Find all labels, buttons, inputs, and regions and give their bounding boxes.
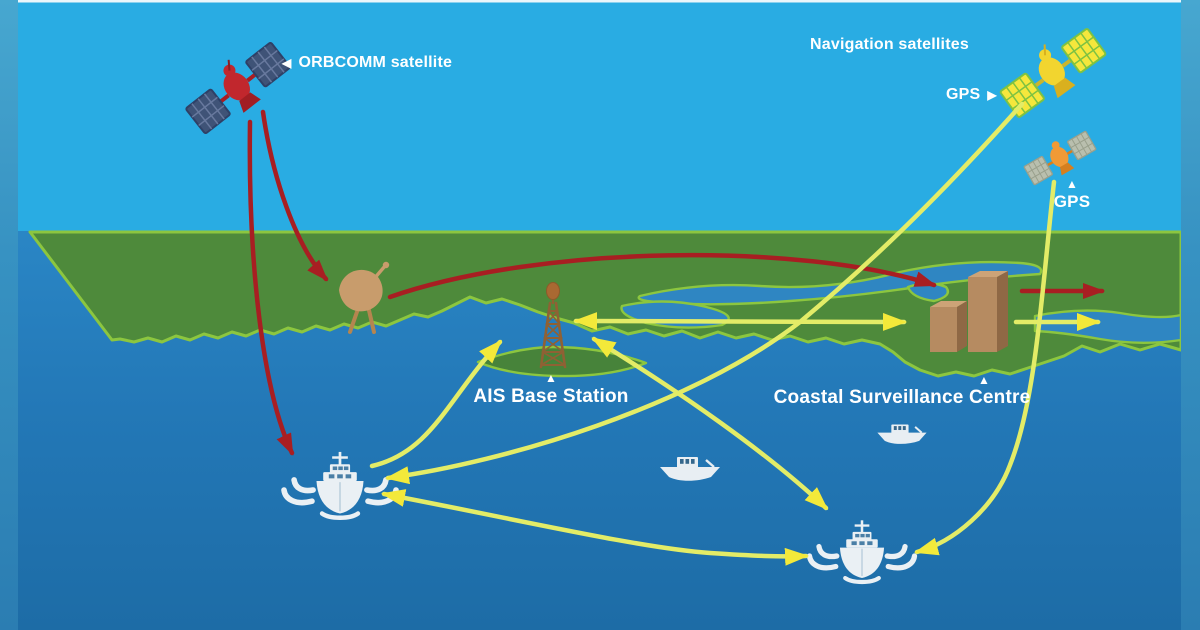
gps-top-label: GPS ▶ <box>946 86 997 104</box>
navigation-satellites-label-text: Navigation satellites <box>810 36 969 53</box>
ais-base-station-label: ▲ AIS Base Station <box>455 372 647 408</box>
ais-base-station-tower <box>539 282 567 369</box>
orbcomm-satellite-icon <box>185 41 291 135</box>
earth-station-dish-icon <box>339 261 390 334</box>
coastal-surveillance-centre-label-text: Coastal Surveillance Centre <box>773 387 1031 408</box>
right-gutter <box>1181 0 1200 630</box>
coastal-surveillance-centre-label: Coastal Surveillance Centre <box>770 387 1034 409</box>
ais-links <box>369 101 1101 566</box>
pointer-left-icon: ◀ <box>282 56 292 70</box>
pointer-up-icon-gps: ▲ <box>1065 177 1079 191</box>
orbcomm-links <box>247 109 1105 456</box>
top-border <box>18 0 1181 3</box>
pointer-right-icon: ▶ <box>987 88 997 102</box>
navigation-satellite-icon <box>999 28 1107 118</box>
gps-satellite-small-icon <box>1023 130 1097 186</box>
pointer-up-icon-ais: ▲ <box>544 371 558 385</box>
gps-small-label: ▲ GPS <box>1040 178 1104 212</box>
coastal-surveillance-centre-buildings <box>930 271 1008 352</box>
pointer-up-icon-centre: ▲ <box>978 373 990 387</box>
ais-base-station-label-text: AIS Base Station <box>473 386 629 407</box>
left-gutter <box>0 0 18 630</box>
gps-top-label-text: GPS <box>946 86 981 103</box>
gps-small-label-text: GPS <box>1053 192 1091 211</box>
orbcomm-label: ◀ ORBCOMM satellite <box>282 54 452 72</box>
navigation-satellites-label: Navigation satellites <box>810 36 969 54</box>
orbcomm-label-text: ORBCOMM satellite <box>298 54 453 71</box>
